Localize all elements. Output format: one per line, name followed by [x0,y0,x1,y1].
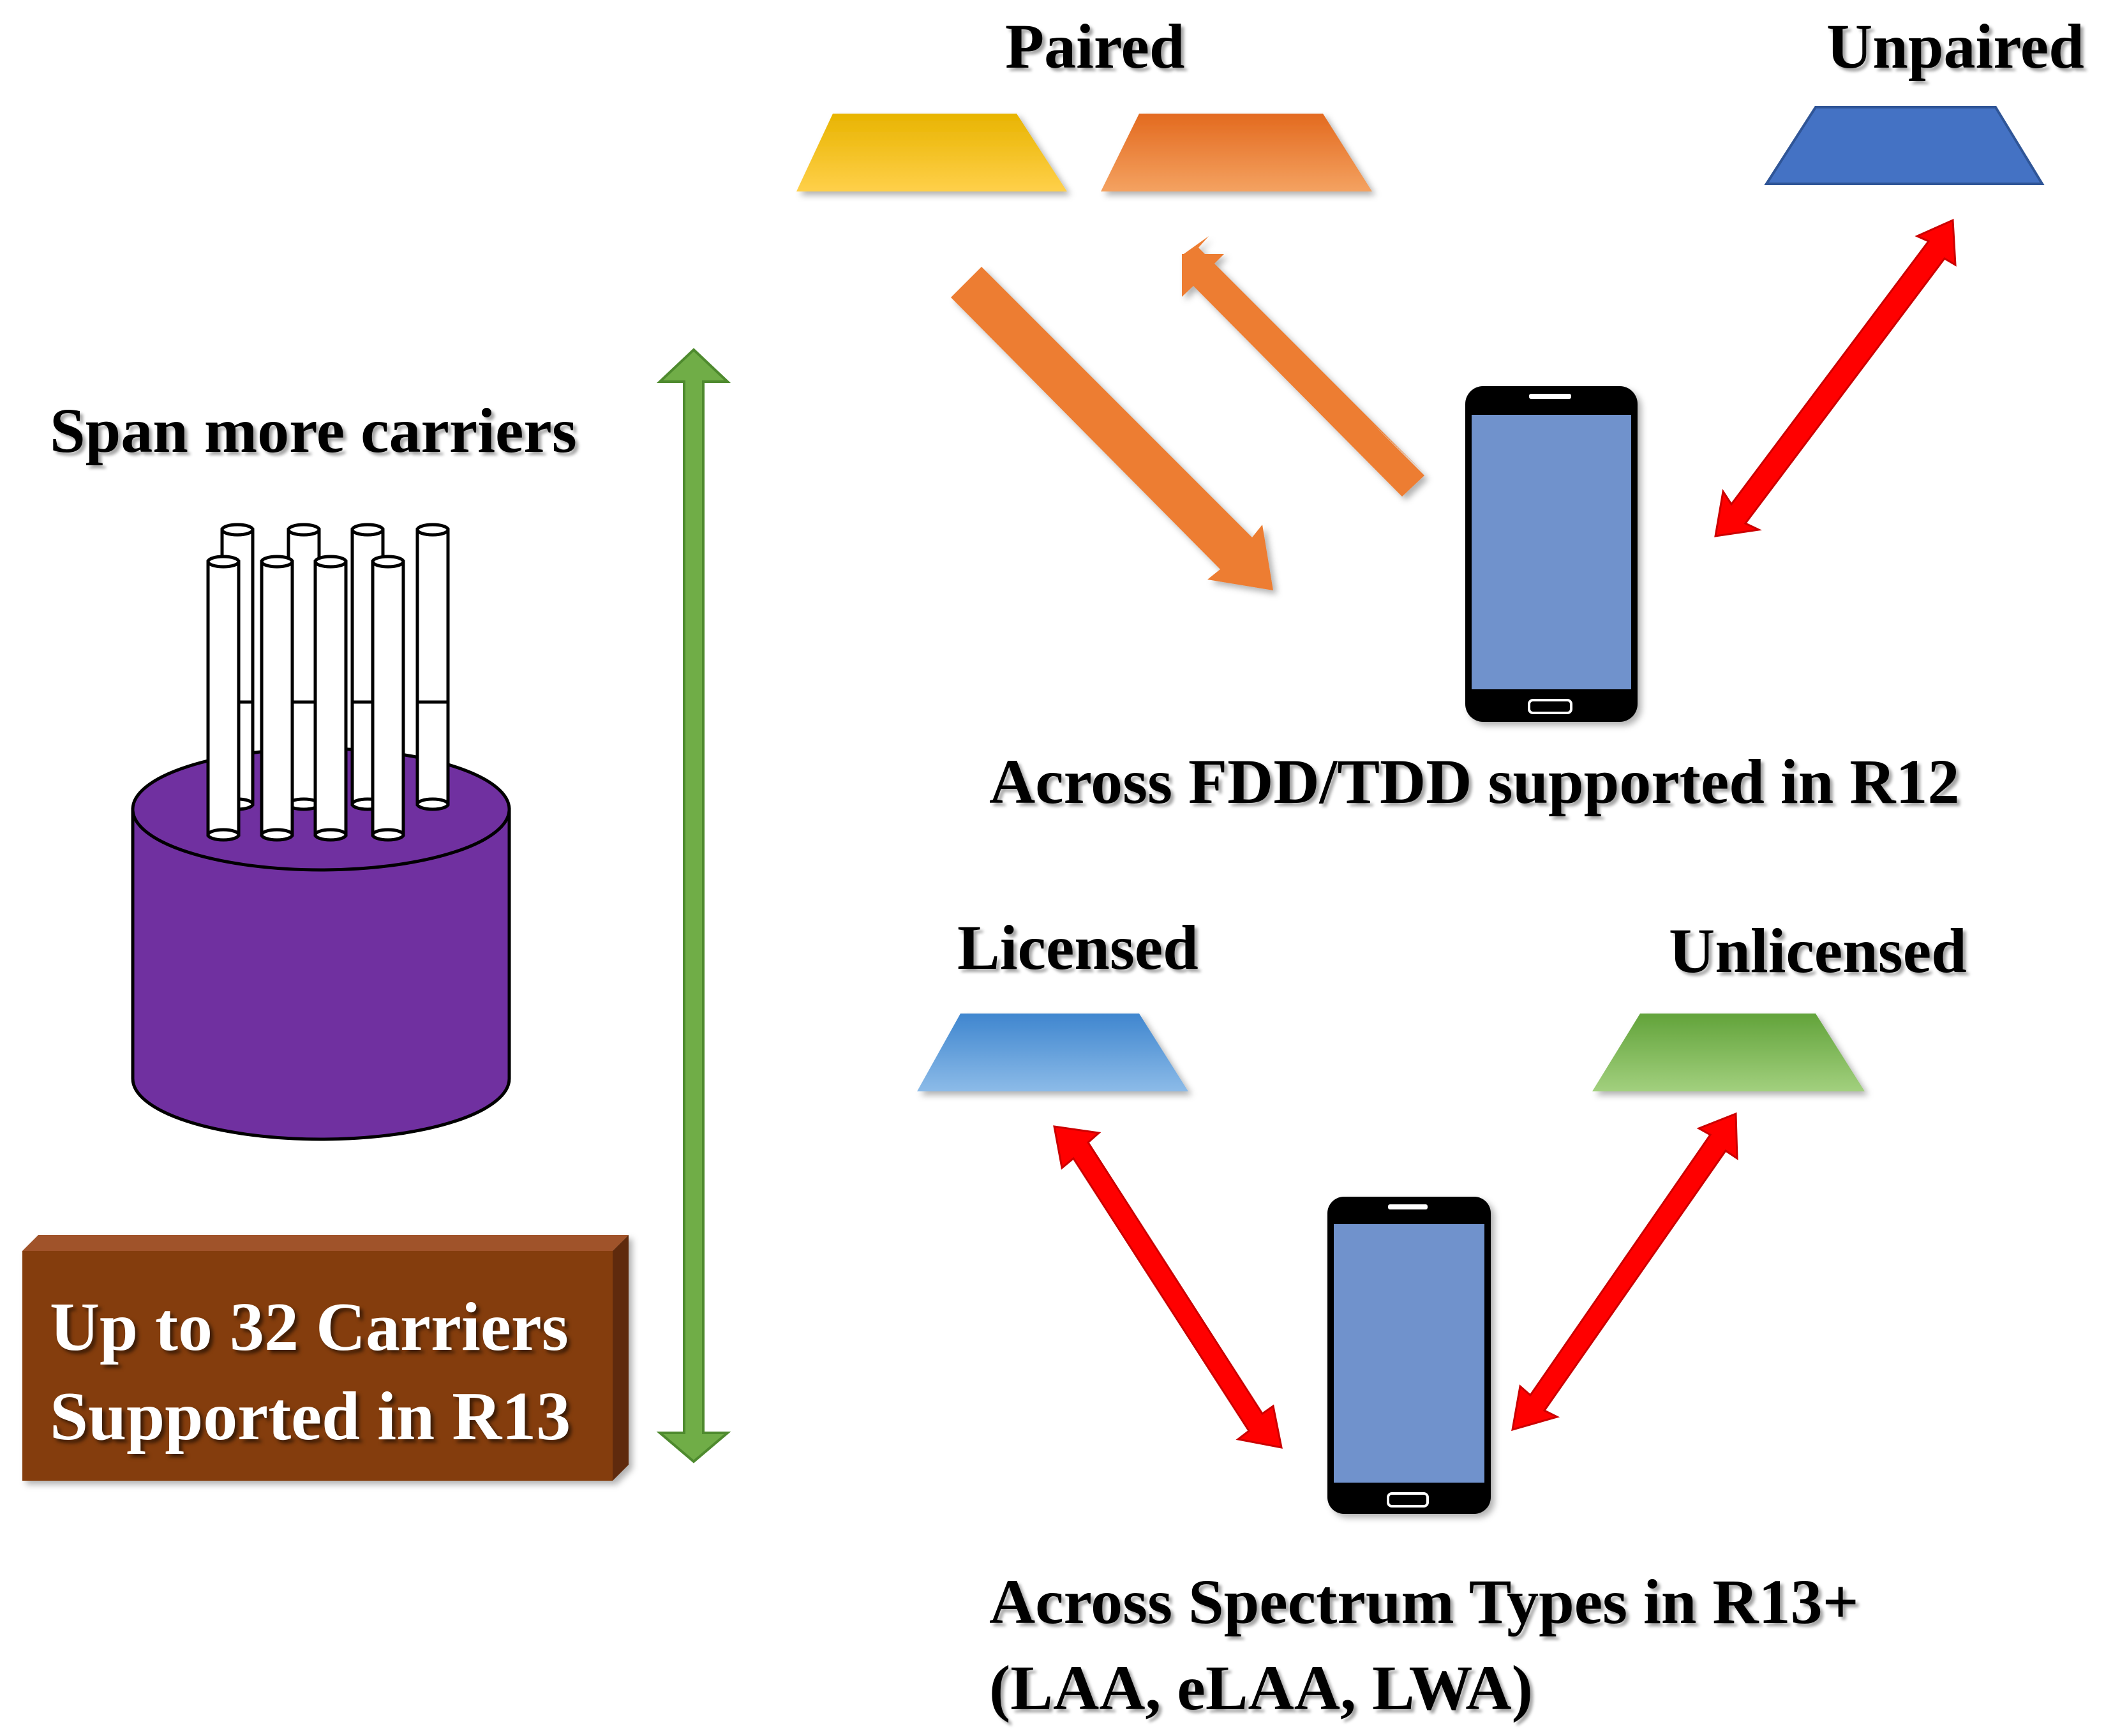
unlicensed-label: Unlicensed [1669,915,1967,986]
mobile-phone-icon [1327,1197,1491,1514]
licensed-label: Licensed [957,912,1198,983]
span-more-carriers-label: Span more carriers [50,395,577,466]
mobile-phone-icon [1465,386,1638,722]
uplink-arrow [1182,236,1424,497]
carrier-count-line2: Supported in R13 [50,1379,571,1455]
carrier-count-line1: Up to 32 Carriers [50,1289,569,1365]
unpaired-band [1764,106,2045,185]
unlicensed-band [1592,1014,1865,1091]
unlicensed-link-arrow [1511,1112,1738,1432]
fdd-tdd-caption: Across FDD/TDD supported in R12 [989,746,1960,817]
span-double-arrow [656,348,731,1463]
paired-band-yellow [796,114,1067,191]
licensed-link-arrow [1053,1125,1283,1449]
downlink-arrow [951,267,1273,590]
licensed-band [917,1014,1188,1091]
spectrum-types-caption-line2: (LAA, eLAA, LWA) [989,1652,1533,1723]
unpaired-link-arrow [1714,218,1957,537]
spectrum-types-caption-line1: Across Spectrum Types in R13+ [989,1566,1859,1637]
paired-band-orange [1101,114,1372,191]
paired-label: Paired [1005,11,1185,82]
carrier-cylinder-icon [131,523,511,1141]
unpaired-label: Unpaired [1826,11,2084,82]
carrier-count-box [22,1235,629,1481]
